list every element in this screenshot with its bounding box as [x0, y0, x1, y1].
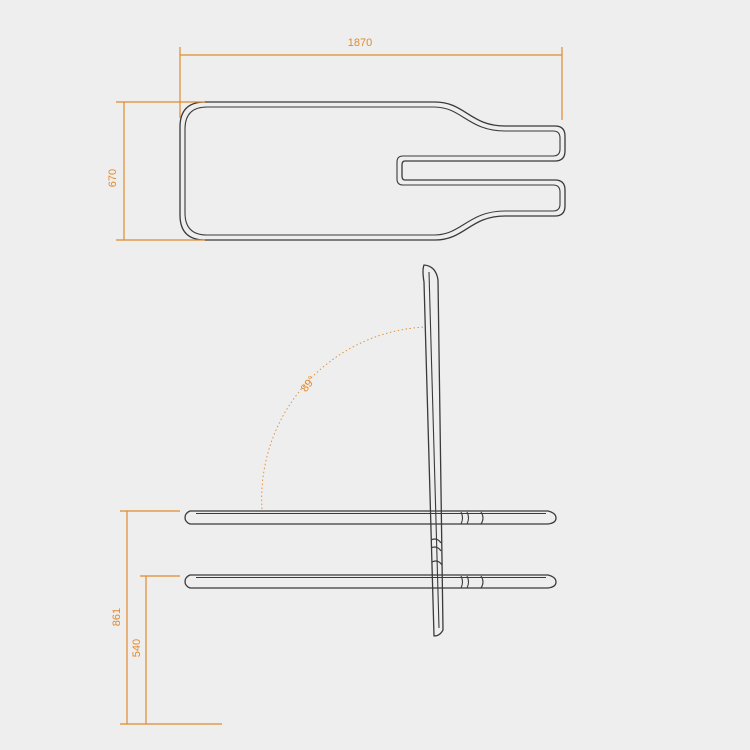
width-dimension-label: 1870	[348, 37, 372, 49]
angle-dimension: 89°	[261, 326, 426, 510]
total-height-label: 861	[111, 608, 123, 626]
side-view	[184, 264, 557, 637]
height-dimension-label: 670	[107, 169, 119, 187]
top-view-inner-outline	[184, 106, 561, 236]
backrest	[422, 264, 444, 637]
lower-height-label: 540	[131, 639, 143, 657]
width-dimension: 1870	[179, 37, 563, 120]
total-height-dimension: 861	[111, 510, 222, 725]
angle-dimension-label: 89°	[299, 374, 319, 395]
backrest-joint	[430, 538, 443, 566]
top-view-outer-outline	[179, 101, 566, 241]
top-view	[179, 101, 566, 241]
lower-seat-board	[184, 574, 557, 589]
upper-board-joint	[460, 511, 484, 525]
lower-board-joint	[460, 575, 484, 589]
height-dimension: 670	[107, 101, 205, 241]
lower-height-dimension: 540	[131, 575, 180, 724]
upper-seat-board	[184, 510, 557, 525]
